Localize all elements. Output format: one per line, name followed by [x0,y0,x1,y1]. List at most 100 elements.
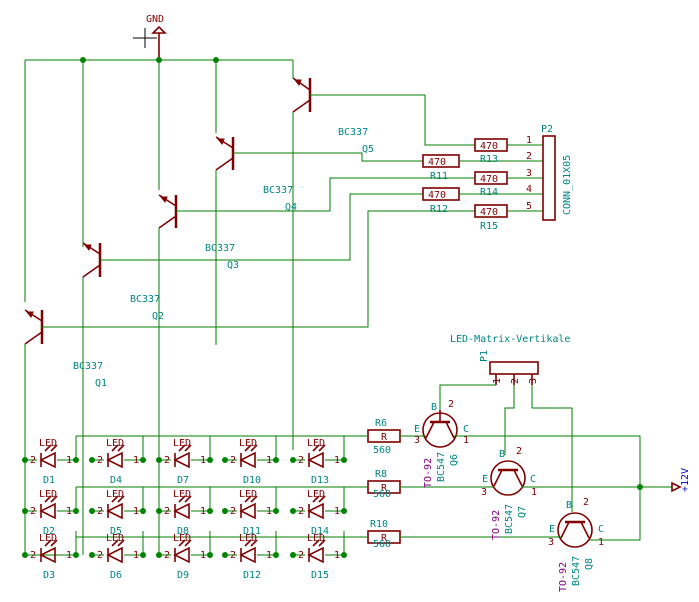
q6-pin-3: 3 [414,435,420,446]
r6-ref: R6 [375,418,387,429]
row-resistors [76,429,561,544]
q7-pin-1: 1 [531,487,537,498]
led-pin-1: 1 [266,506,272,517]
supply-label: +12V [680,468,691,492]
led-pin-1: 1 [66,506,72,517]
connector-p1 [439,361,573,512]
led-pin-2: 2 [230,506,236,517]
q6-b: B [431,402,437,413]
q7-c: C [530,474,536,485]
transistor-q3 [158,177,475,555]
led-ref: D8 [177,526,189,537]
led-part-label: LED [173,438,191,449]
led-ref: D11 [243,526,261,537]
transistor-q7 [490,460,526,496]
led-ref: D12 [243,570,261,581]
q8-ref: Q8 [584,558,595,570]
led-ref: D4 [110,475,122,486]
q6-pin-1: 1 [463,435,469,446]
q8-pin-3: 3 [548,537,554,548]
led-ref: D9 [177,570,189,581]
ground-bus-wires [24,57,294,302]
r8-value: 560 [373,489,391,500]
led-pin-2: 2 [164,550,170,561]
q6-ref: Q6 [449,454,460,466]
r15-ref: R15 [480,221,498,232]
led-ref: D3 [43,570,55,581]
r8-ref: R8 [375,469,387,480]
q3-type: BC337 [205,243,235,254]
r11-value: 470 [428,157,446,168]
led-ref: D2 [43,526,55,537]
q2-type: BC337 [130,294,160,305]
q7-pin-2: 2 [516,446,522,457]
led-pin-2: 2 [230,455,236,466]
led-pin-2: 2 [230,550,236,561]
q1-type: BC337 [73,361,103,372]
p1-ref: P1 [479,350,490,362]
led-part-label: LED [106,533,124,544]
p2-ref: P2 [541,124,553,135]
q8-package: TO-92 [558,562,569,592]
p1-pin-1: 1 [492,378,503,384]
led-ref: D15 [311,570,329,581]
led-part-label: LED [106,489,124,500]
q8-c: C [598,524,604,535]
q7-e: E [482,474,488,485]
schematic-labels: BC337 Q5 BC337 Q4 BC337 Q3 BC337 Q2 BC33… [73,124,691,592]
led-pin-2: 2 [298,506,304,517]
q8-e: E [549,524,555,535]
led-part-label: LED [239,533,257,544]
r6-value: 560 [373,445,391,456]
r10-value: 560 [373,539,391,550]
led-ref: D10 [243,475,261,486]
q4-type: BC337 [263,185,293,196]
gnd-symbol: GND [146,14,167,60]
led-part-label: LED [307,438,325,449]
led-pin-1: 1 [266,455,272,466]
q1-ref: Q1 [95,378,107,389]
led-pin-1: 1 [200,550,206,561]
r13-ref: R13 [480,154,498,165]
transistor-q4 [215,136,423,345]
p2-pin-4: 4 [526,184,532,195]
transistor-q2 [82,193,423,555]
led-pin-1: 1 [133,550,139,561]
supply-rail-wires [454,435,682,541]
led-part-label: LED [39,489,57,500]
q5-ref: Q5 [362,144,374,155]
p2-type: CONN_01X05 [562,155,573,215]
q8-pin-1: 1 [598,537,604,548]
led-pin-2: 2 [298,550,304,561]
q4-ref: Q4 [285,202,297,213]
led-part-label: LED [39,533,57,544]
led-pin-2: 2 [30,550,36,561]
led-pin-2: 2 [97,550,103,561]
q7-pin-3: 3 [481,487,487,498]
led-pin-1: 1 [334,455,340,466]
r10-ref: R10 [370,519,388,530]
q6-c: C [463,424,469,435]
q6-pin-2: 2 [448,399,454,410]
led-pin-1: 1 [66,455,72,466]
q8-pin-2: 2 [583,497,589,508]
led-pin-2: 2 [30,506,36,517]
led-part-label: LED [39,438,57,449]
q6-type: BC547 [436,452,447,482]
transistor-q6 [422,410,458,448]
q7-type: BC547 [504,504,515,534]
led-pin-2: 2 [30,455,36,466]
